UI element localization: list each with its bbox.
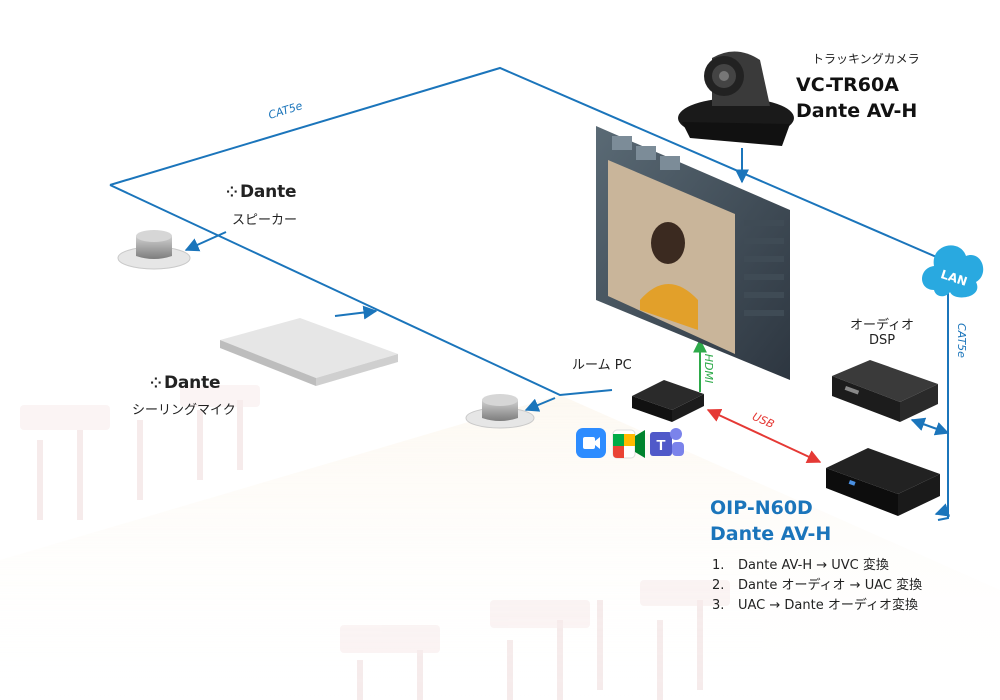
device-cable-arrow bbox=[934, 503, 951, 517]
conversion-steps: 1.Dante AV-H → UVC 変換 2.Dante オーディオ → UA… bbox=[712, 556, 922, 616]
ceiling-mic-puck bbox=[465, 394, 535, 429]
tracking-camera bbox=[678, 51, 794, 146]
usb-cable bbox=[706, 408, 822, 464]
camera-model-line2: Dante AV-H bbox=[796, 100, 918, 122]
device-model-line1: OIP-N60D bbox=[710, 497, 813, 519]
ceiling-mic-label: シーリングマイク bbox=[132, 403, 236, 418]
teams-icon: T bbox=[650, 428, 684, 456]
dante-mark-icon: ⁘ bbox=[150, 376, 162, 392]
ceiling-mic-dante-logo: ⁘Dante bbox=[150, 373, 221, 393]
camera-category-label: トラッキングカメラ bbox=[812, 52, 920, 66]
ceiling-mic-panel bbox=[220, 318, 398, 386]
step-item: 3.UAC → Dante オーディオ変換 bbox=[712, 598, 918, 613]
step-item: 1.Dante AV-H → UVC 変換 bbox=[712, 558, 889, 573]
dante-mark-icon: ⁘ bbox=[226, 185, 238, 201]
speaker-dante-logo: ⁘Dante bbox=[226, 182, 297, 202]
google-meet-icon bbox=[612, 429, 645, 459]
dsp-label-line2: DSP bbox=[868, 333, 896, 348]
hdmi-label: HDMI bbox=[702, 353, 716, 384]
network-cable bbox=[109, 66, 949, 521]
speaker-device bbox=[117, 230, 191, 270]
room-background bbox=[0, 385, 1000, 700]
speaker-cable-arrow bbox=[184, 231, 227, 252]
room-pc bbox=[632, 380, 704, 422]
svg-text:T: T bbox=[656, 437, 665, 454]
dsp-label-line1: オーディオ bbox=[849, 318, 915, 333]
audio-dsp bbox=[832, 360, 938, 422]
camera-model-line1: VC-TR60A bbox=[796, 74, 899, 96]
lan-cloud-icon: LAN bbox=[922, 245, 984, 298]
room-pc-label: ルーム PC bbox=[572, 358, 632, 373]
dsp-cable-arrow bbox=[910, 417, 950, 436]
step-item: 2.Dante オーディオ → UAC 変換 bbox=[712, 578, 923, 593]
speaker-label: スピーカー bbox=[232, 213, 298, 228]
device-model-line2: Dante AV-H bbox=[710, 523, 832, 545]
ceiling-panel-arrow bbox=[334, 305, 378, 320]
oip-device bbox=[826, 448, 940, 516]
display-screen bbox=[596, 126, 790, 380]
ceiling-mic-arrow bbox=[524, 397, 556, 412]
zoom-icon bbox=[576, 428, 606, 458]
cat5e-label-right: CAT5e bbox=[954, 323, 968, 358]
